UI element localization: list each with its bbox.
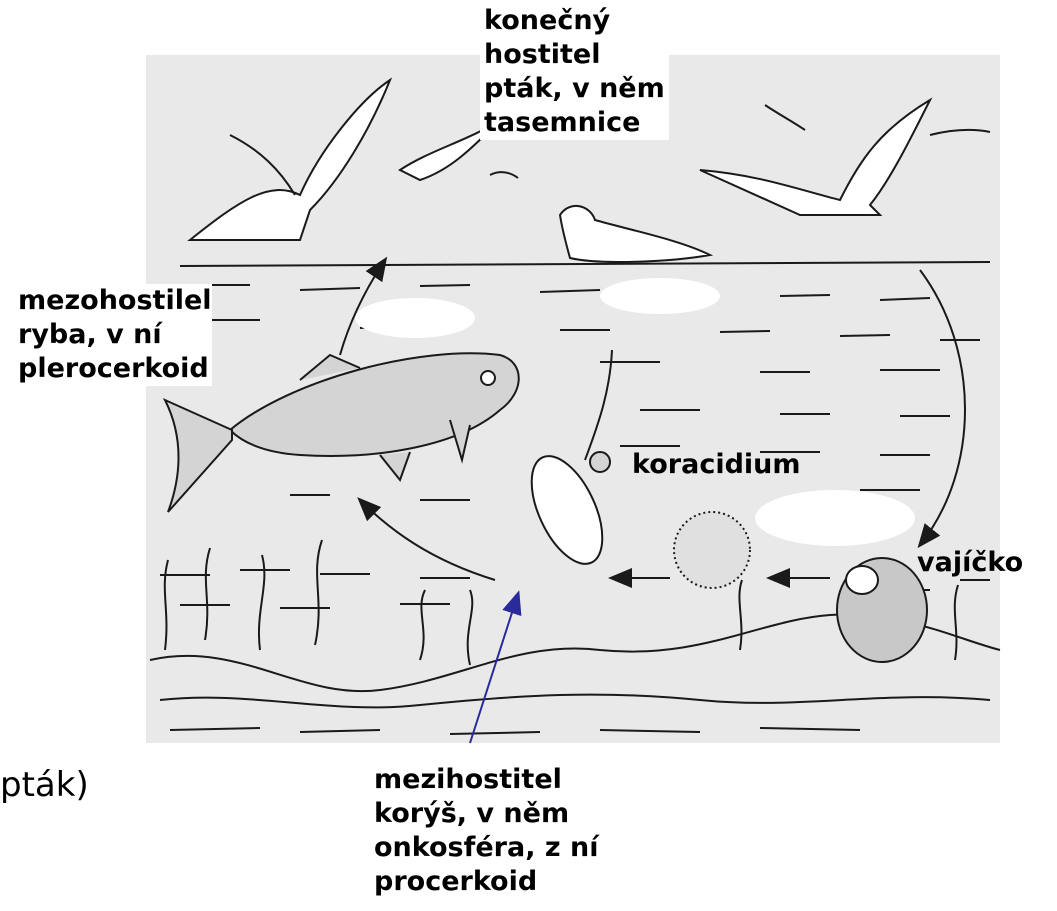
label-final-host: konečný hostitel pták, v něm tasemnice — [480, 4, 669, 140]
label-line: mezihostitel — [374, 763, 598, 797]
label-line: vajíčko — [917, 546, 1023, 580]
label-first-host: mezihostitel korýš, v něm onkosféra, z n… — [374, 763, 598, 899]
label-line: ryba, v ní — [18, 318, 212, 352]
erased-patch — [355, 298, 475, 338]
erased-patch — [755, 490, 915, 546]
label-line: pták, v něm — [484, 72, 665, 106]
label-line: plerocerkoid — [18, 352, 212, 386]
label-second-host: mezohostilel ryba, v ní plerocerkoid — [18, 284, 212, 386]
label-line: hostitel — [484, 38, 665, 72]
label-egg: vajíčko — [917, 546, 1023, 580]
label-line: mezohostilel — [18, 284, 212, 318]
label-line: procerkoid — [374, 865, 598, 899]
label-line: koracidium — [632, 448, 801, 482]
label-line: tasemnice — [484, 106, 665, 140]
partial-text: pták) — [0, 765, 89, 805]
label-line: korýš, v něm — [374, 797, 598, 831]
egg — [837, 558, 927, 662]
erased-patch — [600, 278, 720, 314]
label-line: onkosféra, z ní — [374, 831, 598, 865]
label-coracidium: koracidium — [632, 448, 801, 482]
coracidium-organism — [674, 512, 750, 588]
label-line: konečný — [484, 4, 665, 38]
